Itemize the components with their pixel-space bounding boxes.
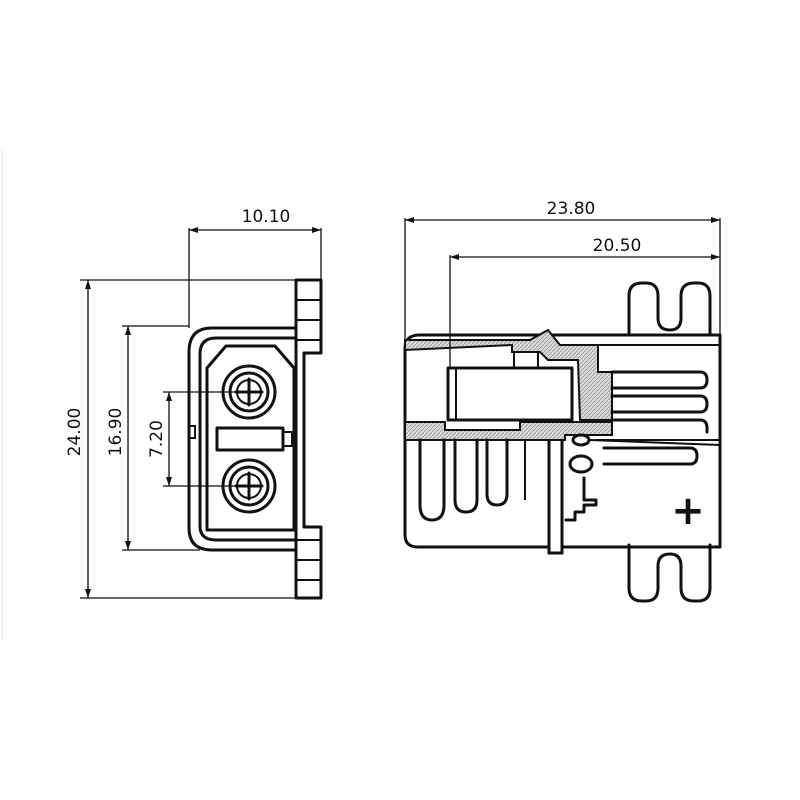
center-key [215, 426, 285, 452]
dim-inner-height-label: 16.90 [106, 408, 126, 457]
side-view: + 23.80 20.50 [403, 199, 722, 603]
front-view: 10.10 24.00 16.90 7.20 [65, 207, 323, 600]
contact-socket [446, 366, 574, 422]
dim-overall-length: 23.80 [404, 199, 721, 340]
front-flange [294, 278, 323, 600]
dim-overall-length-label: 23.80 [547, 199, 596, 219]
top-mounting-tab [627, 281, 712, 337]
polarity-plus-mark: + [671, 488, 705, 534]
dim-width-label: 10.10 [242, 207, 291, 227]
terminal-detail [564, 433, 598, 522]
bottom-mounting-tab [627, 543, 712, 603]
dim-body-length: 20.50 [449, 236, 720, 368]
dim-width: 10.10 [188, 207, 322, 328]
front-socket-cavity [205, 344, 296, 532]
dim-height-label: 24.00 [65, 408, 85, 457]
front-housing-outer [187, 326, 298, 552]
front-housing-inner [198, 336, 298, 542]
contact-fingers [418, 438, 526, 522]
dim-pin-pitch-label: 7.20 [147, 420, 167, 458]
section-hatch-lower [404, 421, 613, 441]
dim-height: 24.00 [65, 279, 296, 599]
dim-inner-height: 16.90 [106, 325, 200, 551]
contact-slats [589, 370, 721, 466]
section-hatch [404, 328, 613, 421]
dim-pin-pitch: 7.20 [147, 391, 249, 487]
dim-body-length-label: 20.50 [593, 236, 642, 256]
